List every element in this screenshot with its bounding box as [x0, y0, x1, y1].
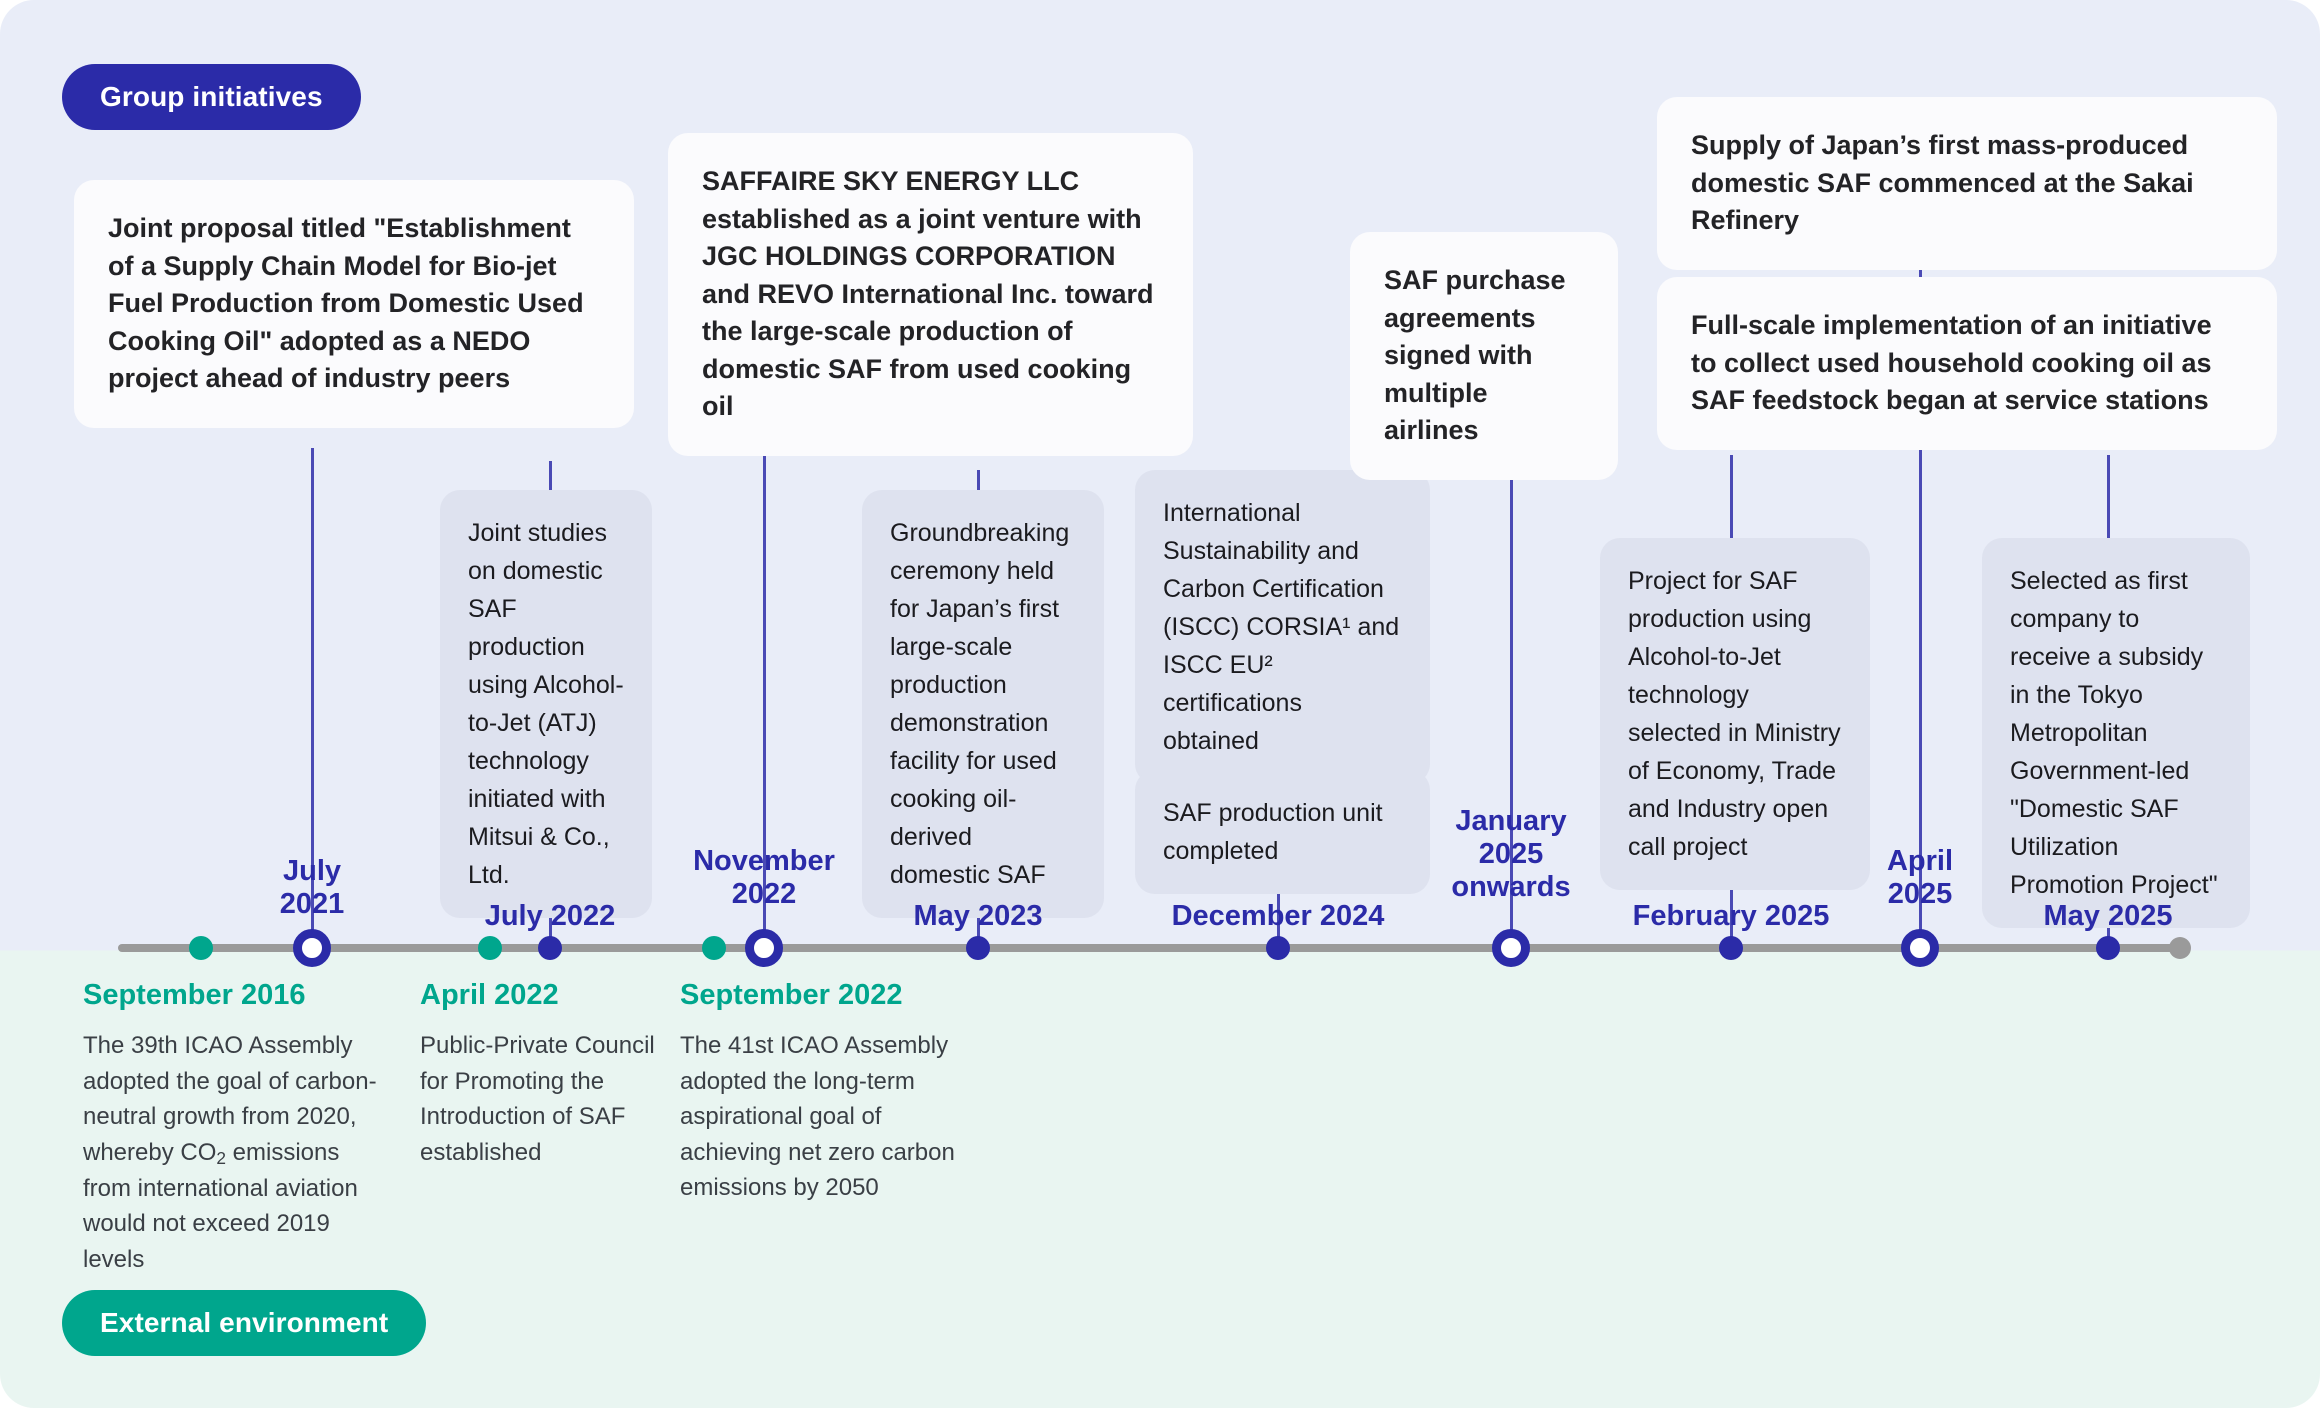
node-november-2022[interactable]	[745, 929, 783, 967]
desc-september-2022: The 41st ICAO Assembly adopted the long-…	[680, 1032, 955, 1202]
badge-group-initiatives: Group initiatives	[62, 64, 361, 130]
desc-part-2: emissions from international aviation wo…	[83, 1138, 358, 1273]
stem-november-2022	[763, 440, 766, 944]
card-sakai-refinery-supply: Supply of Japan’s first mass-produced do…	[1657, 97, 2277, 270]
node-february-2025[interactable]	[1719, 936, 1743, 960]
stem-july-2021	[311, 448, 314, 944]
node-april-2025[interactable]	[1901, 929, 1939, 967]
node-january-2025[interactable]	[1492, 929, 1530, 967]
timeline-axis	[118, 944, 2188, 952]
date-label-november-2022: November 2022	[693, 845, 835, 911]
date-label-september-2016: September 2016	[83, 979, 306, 1011]
node-september-2022[interactable]	[702, 936, 726, 960]
card-groundbreaking-ceremony: Groundbreaking ceremony held for Japan’s…	[862, 490, 1104, 918]
node-may-2025[interactable]	[2096, 936, 2120, 960]
badge-external-environment: External environment	[62, 1290, 427, 1356]
node-timeline-end	[2169, 937, 2191, 959]
desc-april-2022: Public-Private Council for Promoting the…	[420, 1032, 655, 1166]
desc-part-1: The 39th ICAO Assembly adopted the goal …	[83, 1032, 377, 1166]
card-saf-purchase-agreements: SAF purchase agreements signed with mult…	[1350, 232, 1618, 480]
node-july-2022[interactable]	[538, 936, 562, 960]
date-label-july-2022: July 2022	[484, 900, 616, 932]
date-label-may-2025: May 2025	[2043, 900, 2173, 932]
desc-september-2016: The 39th ICAO Assembly adopted the goal …	[83, 1028, 393, 1277]
card-iscc-certifications: International Sustainability and Carbon …	[1135, 470, 1430, 784]
card-atj-mitsui: Joint studies on domestic SAF production…	[440, 490, 652, 918]
date-label-april-2022: April 2022	[420, 979, 559, 1011]
date-label-may-2023: May 2023	[913, 900, 1043, 932]
node-december-2024[interactable]	[1266, 936, 1290, 960]
card-tokyo-subsidy: Selected as first company to receive a s…	[1982, 538, 2250, 928]
stem-january-2025	[1510, 265, 1513, 944]
date-label-april-2025: April 2025	[1886, 845, 1954, 911]
card-household-cooking-oil: Full-scale implementation of an initiati…	[1657, 277, 2277, 450]
node-may-2023[interactable]	[966, 936, 990, 960]
date-label-february-2025: February 2025	[1632, 900, 1830, 932]
node-april-2022[interactable]	[478, 936, 502, 960]
date-label-september-2022: September 2022	[680, 979, 903, 1011]
card-saf-production-unit: SAF production unit completed	[1135, 770, 1430, 894]
card-saffaire-sky-energy: SAFFAIRE SKY ENERGY LLC established as a…	[668, 133, 1193, 456]
date-label-december-2024: December 2024	[1171, 900, 1385, 932]
date-label-july-2021: July 2021	[279, 855, 345, 921]
card-nedo-proposal: Joint proposal titled "Establishment of …	[74, 180, 634, 428]
subscript-two: 2	[216, 1147, 226, 1168]
date-label-january-2025: January 2025 onwards	[1451, 805, 1571, 904]
node-september-2016[interactable]	[189, 936, 213, 960]
node-july-2021[interactable]	[293, 929, 331, 967]
stem-april-2025	[1919, 265, 1922, 944]
card-meti-open-call: Project for SAF production using Alcohol…	[1600, 538, 1870, 890]
